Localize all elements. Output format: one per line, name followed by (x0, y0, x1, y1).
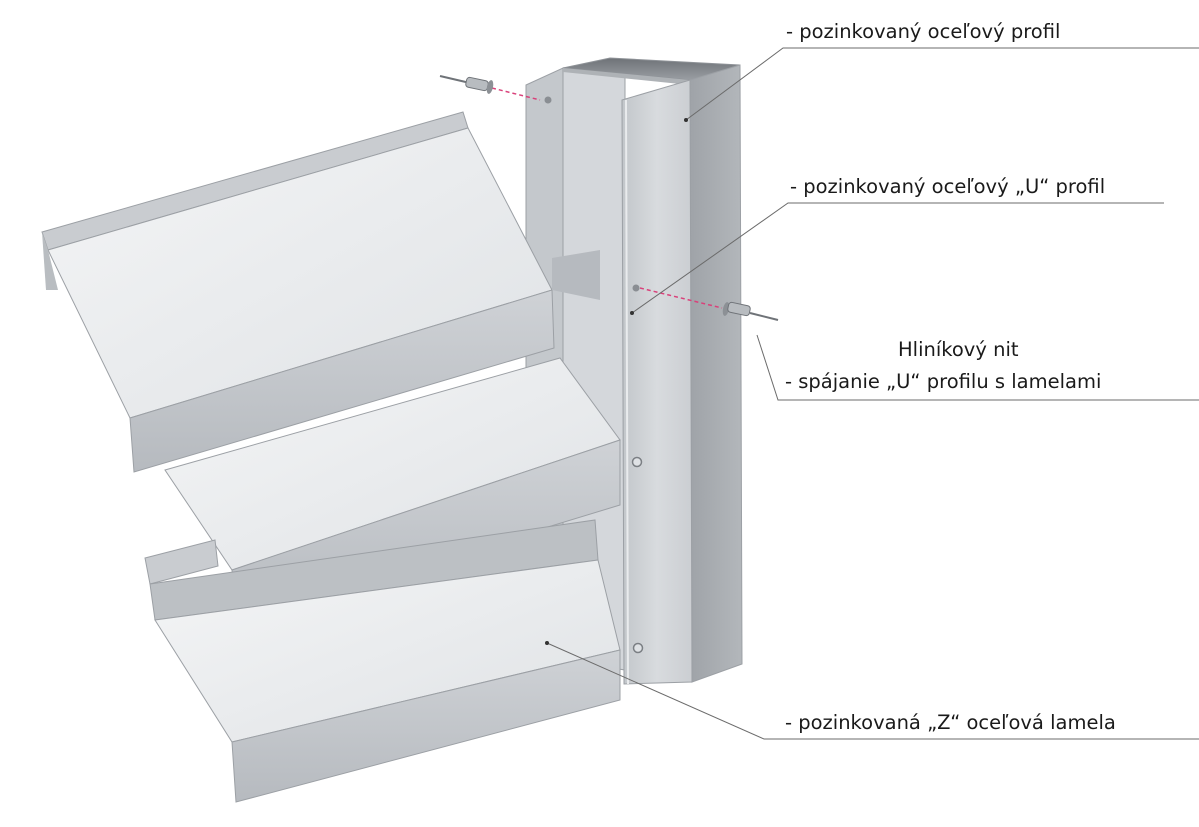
z-lamella-top (41, 111, 600, 473)
rivet-hole (632, 284, 640, 292)
label-u-profile: - pozinkovaný oceľový „U“ profil (790, 175, 1106, 198)
leader-rivet (756, 334, 1199, 401)
label-z-lamella: - pozinkovaná „Z“ oceľová lamela (785, 711, 1116, 734)
leader-lines (545, 47, 1199, 740)
rivet-head (631, 456, 643, 468)
leader-u-profile (631, 202, 1164, 314)
leader-steel-profile (685, 47, 1199, 121)
rivet-top (439, 75, 541, 101)
rivet-fasteners (631, 284, 644, 654)
label-steel-profile: - pozinkovaný oceľový profil (786, 20, 1061, 43)
leader-z-lamella (546, 642, 1199, 740)
steel-post (562, 57, 743, 685)
rivet-right (639, 287, 779, 321)
label-rivet-desc: - spájanie „U“ profilu s lamelami (785, 370, 1102, 393)
rivet-hole (544, 96, 552, 104)
z-lamella-bottom (144, 519, 621, 803)
label-rivet-title: Hliníkový nit (898, 338, 1019, 361)
rivet-head (632, 642, 644, 654)
